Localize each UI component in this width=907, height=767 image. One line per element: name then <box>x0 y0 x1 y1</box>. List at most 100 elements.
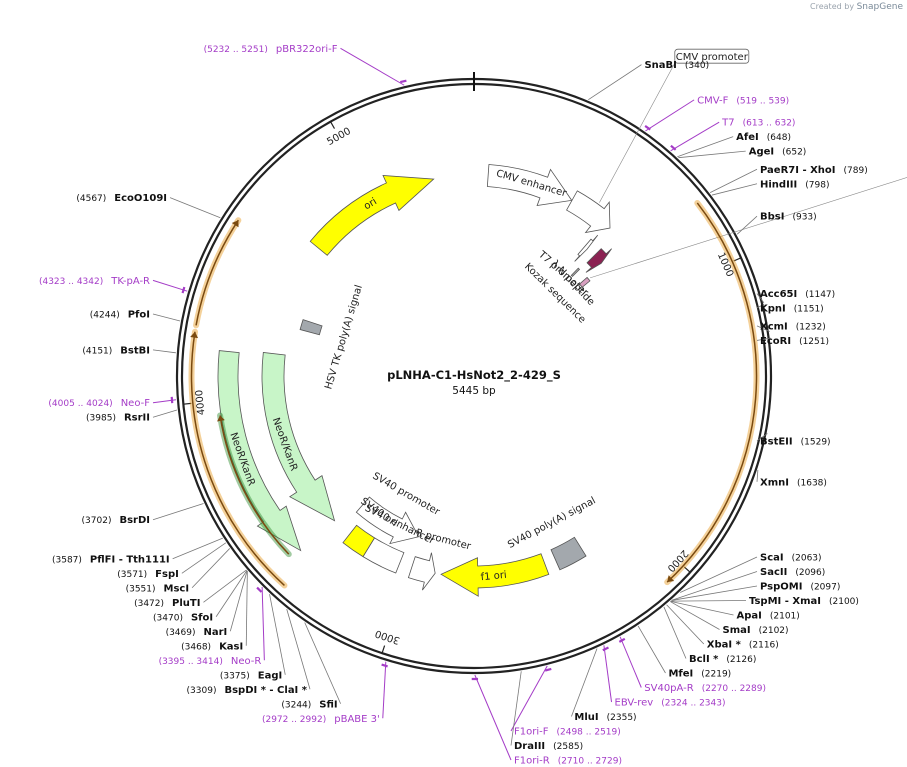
enzyme-eagi[interactable]: EagI(3375) <box>220 594 286 681</box>
plasmid-size: 5445 bp <box>452 385 496 397</box>
enzyme-snabi[interactable]: SnaBI(340) <box>588 60 709 101</box>
feature-cmv-promoter[interactable]: CMV promoter <box>566 48 750 234</box>
primer-tk-pa-r-marker <box>181 286 186 294</box>
enzyme-bspdi-clai-name: BspDI * - ClaI * <box>224 685 307 696</box>
enzyme-bspdi-clai-leader <box>286 608 311 690</box>
enzyme-pluti[interactable]: PluTI(3472) <box>134 569 247 609</box>
primer-tk-pa-r[interactable]: TK-pA-R(4323 .. 4342) <box>39 276 188 294</box>
enzyme-eagi-leader <box>269 594 286 675</box>
enzyme-pflfi-tth111i-name: PflFI - Tth111I <box>90 554 170 565</box>
enzyme-pfoi[interactable]: PfoI(4244) <box>90 310 181 322</box>
enzyme-msci[interactable]: MscI(3551) <box>126 548 231 594</box>
enzyme-ecori[interactable]: EcoRI(1251) <box>756 336 829 347</box>
feature-orf3[interactable] <box>193 217 242 329</box>
enzyme-bspdi-clai[interactable]: BspDI * - ClaI * (3309) <box>187 608 311 696</box>
feature-orf3-line <box>195 219 239 326</box>
primer-pbr322ori-f[interactable]: pBR322ori-F(5232 .. 5251) <box>204 44 407 86</box>
feature-neor-kanr[interactable]: NeoR/KanR <box>261 352 336 522</box>
tick-label-4000: 4000 <box>194 389 207 415</box>
feature-hsnot2-2-429[interactable] <box>664 199 760 586</box>
primer-ebv-rev[interactable]: EBV-rev(2324 .. 2343) <box>602 645 726 709</box>
feature-hsv-tk-poly-a-signal[interactable]: HSV TK poly(A) signal <box>299 284 365 391</box>
enzyme-agei-name: AgeI <box>749 147 774 158</box>
enzyme-rsrii[interactable]: RsrII(3985) <box>86 409 178 424</box>
plasmid-name: pLNHA-C1-HsNot2_2-429_S <box>387 368 561 383</box>
feature-n-peptide-shape <box>585 248 612 273</box>
feature-ha[interactable]: HA <box>578 159 907 288</box>
primer-f1ori-f[interactable]: F1ori-F(2498 .. 2519) <box>510 665 621 738</box>
enzyme-tspmi-xmai-leader <box>670 600 747 602</box>
tick-mark-5000 <box>330 121 336 129</box>
enzyme-kasi[interactable]: KasI(3468) <box>181 571 248 652</box>
feature-leader-cmv-promoter <box>599 63 676 203</box>
feature-label-cmv-promoter: CMV promoter <box>676 52 749 63</box>
enzyme-paer7i-xhoi[interactable]: PaeR7I - XhoI(789) <box>709 165 868 193</box>
enzyme-mfei[interactable]: MfeI(2219) <box>637 625 731 680</box>
enzyme-acc65i[interactable]: Acc65I(1147) <box>756 289 835 304</box>
feature-f1-ori[interactable]: f1 ori <box>440 553 550 597</box>
enzyme-nari-leader <box>229 570 248 632</box>
feature-orf2[interactable] <box>188 328 288 589</box>
enzyme-fspi[interactable]: FspI(3571) <box>117 542 227 580</box>
enzyme-nari[interactable]: NarI(3469) <box>166 570 248 638</box>
enzyme-scai[interactable]: ScaI(2063) <box>680 553 822 593</box>
enzyme-xmni[interactable]: XmnI(1638) <box>756 469 827 488</box>
feature-ha-shape <box>578 276 591 288</box>
enzyme-pluti-position: (3472) <box>134 599 164 609</box>
enzyme-kpni[interactable]: KpnI(1151) <box>756 304 824 315</box>
enzyme-bstbi[interactable]: BstBI(4151) <box>82 345 176 356</box>
enzyme-sfii[interactable]: SfiI(3244) <box>281 622 342 710</box>
enzyme-rsrii-name: RsrII <box>124 413 150 424</box>
feature-kozak-sequence-shape <box>570 267 581 278</box>
feature-neor-orf[interactable] <box>216 412 292 558</box>
primer-neo-r-marker <box>256 586 263 593</box>
enzyme-apai[interactable]: ApaI(2101) <box>670 600 800 622</box>
enzyme-hindiii-position: (798) <box>805 180 829 190</box>
enzyme-sfii-name: SfiI <box>319 699 337 710</box>
enzyme-ecoo109i-position: (4567) <box>76 194 106 204</box>
primer-neo-f[interactable]: Neo-F(4005 .. 4024) <box>48 396 177 409</box>
primer-sv40pa-r-marker <box>618 637 626 643</box>
feature-sv40-promoter-shape <box>355 496 420 545</box>
feature-leader-ha <box>589 177 907 279</box>
feature-ori[interactable]: ori <box>309 174 435 256</box>
enzyme-nari-position: (3469) <box>166 628 196 638</box>
primer-t7-marker <box>670 144 677 151</box>
enzyme-bsteii[interactable]: BstEII(1529) <box>756 433 831 448</box>
enzyme-tspmi-xmai-name: TspMI - XmaI <box>749 596 821 607</box>
primer-cmv-f[interactable]: CMV-F(519 .. 539) <box>644 95 789 132</box>
enzyme-smai[interactable]: SmaI(2102) <box>670 601 789 636</box>
primer-t7[interactable]: T7(613 .. 632) <box>670 118 796 152</box>
enzyme-draiii[interactable]: DraIII(2585) <box>510 671 583 752</box>
enzyme-tspmi-xmai[interactable]: TspMI - XmaI(2100) <box>670 596 859 607</box>
enzyme-bsrdi-leader <box>152 503 204 521</box>
enzyme-kasi-position: (3468) <box>181 642 211 652</box>
enzyme-xcmi[interactable]: XcmI(1232) <box>756 321 826 332</box>
feature-sv40-poly-a-signal[interactable]: SV40 poly(A) signal <box>506 495 598 571</box>
enzyme-bbsi[interactable]: BbsI(933) <box>736 212 817 235</box>
enzyme-bcli[interactable]: BclI *(2126) <box>663 606 756 665</box>
enzyme-afei[interactable]: AfeI(648) <box>677 132 791 158</box>
enzyme-agei[interactable]: AgeI(652) <box>678 147 806 159</box>
enzyme-hindiii[interactable]: HindIII(798) <box>711 179 829 196</box>
enzyme-bspdi-clai-position: (3309) <box>187 686 217 696</box>
enzyme-pflfi-tth111i[interactable]: PflFI - Tth111I(3587) <box>52 537 223 565</box>
feature-cmv-enhancer[interactable]: CMV enhancer <box>486 164 573 207</box>
enzyme-sfoi[interactable]: SfoI(3470) <box>153 570 248 623</box>
enzyme-bsrdi[interactable]: BsrDI(3702) <box>82 503 204 526</box>
enzyme-xbai[interactable]: XbaI *(2116) <box>666 604 779 651</box>
enzyme-pspomi[interactable]: PspOMI(2097) <box>671 582 841 601</box>
primer-neo-r[interactable]: Neo-R(3395 .. 3414) <box>159 586 265 667</box>
primer-f1ori-r[interactable]: F1ori-R(2710 .. 2729) <box>471 674 622 767</box>
enzyme-bsteii-position: (1529) <box>801 437 831 447</box>
enzyme-msci-position: (3551) <box>126 584 156 594</box>
enzyme-sacii[interactable]: SacII(2096) <box>671 567 825 601</box>
feature-label-f1-ori: f1 ori <box>480 570 507 584</box>
primer-pbr322ori-f-leader <box>340 47 405 86</box>
feature-hsnot2-2-429-head <box>667 575 675 583</box>
enzyme-mlui[interactable]: MluI(2355) <box>571 648 637 723</box>
primer-tk-pa-r-name: TK-pA-R <box>110 276 150 287</box>
primer-sv40pa-r[interactable]: SV40pA-R(2270 .. 2289) <box>618 636 766 694</box>
enzyme-ecoo109i[interactable]: EcoO109I(4567) <box>76 193 221 219</box>
primer-pbabe-3[interactable]: pBABE 3'(2972 .. 2992) <box>262 661 388 725</box>
